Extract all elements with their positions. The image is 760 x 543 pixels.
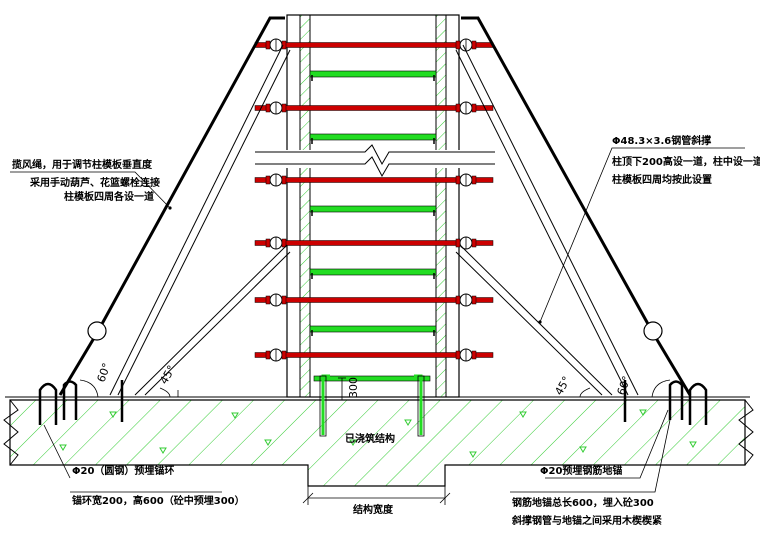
clamp-nut-2-1-1 bbox=[265, 103, 271, 113]
rung-group bbox=[309, 70, 437, 382]
steel-brace-left-inner bbox=[134, 244, 291, 396]
clamp-nut-2-1-2 bbox=[281, 103, 287, 113]
cast-structure-label: 已浇筑结构 bbox=[345, 432, 395, 445]
clamp-nut-5-1-2 bbox=[281, 295, 287, 305]
steel-brace-right-outer bbox=[455, 44, 639, 396]
clamp-nut-6-2-2 bbox=[471, 350, 477, 360]
clamp-bar-6 bbox=[254, 352, 494, 358]
steel-brace-line-2: 柱顶下200高设一道，柱中设一道 bbox=[612, 155, 760, 168]
rung-2 bbox=[309, 133, 437, 141]
clamp-nut-1-1-1 bbox=[265, 40, 271, 50]
clamp-nut-5-2-2 bbox=[471, 295, 477, 305]
angle-left-inner: 45° bbox=[157, 363, 178, 386]
anchor-ring-line-1: Φ20（圆钢）预埋锚环 bbox=[72, 464, 174, 477]
embedded-rebar-outline bbox=[319, 375, 425, 437]
ground-anchor-line-1: Φ20预埋钢筋地锚 bbox=[540, 464, 622, 477]
guy-rope-line-2: 采用手动葫芦、花篮螺栓连接 bbox=[29, 176, 160, 189]
guy-rope-right bbox=[461, 16, 692, 396]
rung-4 bbox=[309, 268, 437, 276]
clamp-nut-1-2-1 bbox=[455, 40, 461, 50]
rung-3 bbox=[309, 205, 437, 213]
ground-anchor-left bbox=[62, 380, 124, 422]
rung-1 bbox=[309, 70, 437, 78]
clamp-nut-6-1-2 bbox=[281, 350, 287, 360]
leader-lines bbox=[10, 147, 745, 493]
clamp-nut-6-1-1 bbox=[265, 350, 271, 360]
clamp-nut-4-2-2 bbox=[471, 238, 477, 248]
clamp-nut-3-1-2 bbox=[281, 175, 287, 185]
rung-base bbox=[313, 375, 431, 382]
clamp-nut-3-2-1 bbox=[455, 175, 461, 185]
ground-anchor-callout: Φ20预埋钢筋地锚 钢筋地锚总长600，埋入砼300 斜撑钢管与地锚之间采用木楔… bbox=[511, 464, 662, 527]
steel-brace-line-3: 柱模板四周均按此设置 bbox=[612, 173, 712, 186]
anchor-ring-right bbox=[688, 382, 708, 425]
steel-brace-right-inner bbox=[455, 244, 613, 396]
clamp-nut-6-2-1 bbox=[455, 350, 461, 360]
steel-brace-line-1: Φ48.3×3.6钢管斜撑 bbox=[612, 134, 711, 147]
clamp-nut-3-2-2 bbox=[471, 175, 477, 185]
ground-anchor-line-3: 斜撑钢管与地锚之间采用木楔楔紧 bbox=[511, 514, 662, 527]
clamp-nut-4-2-1 bbox=[455, 238, 461, 248]
embed-depth-label: 300 bbox=[347, 377, 360, 398]
clamp-nut-2-2-1 bbox=[455, 103, 461, 113]
angle-left-outer: 60° bbox=[95, 361, 114, 384]
anchor-ring-line-2: 锚环宽200，高600（砼中预埋300） bbox=[72, 494, 245, 507]
clamp-bar-4 bbox=[254, 240, 494, 246]
slab-break-right bbox=[738, 399, 754, 466]
angle-right-outer: 60° bbox=[615, 374, 634, 397]
angle-right-inner: 45° bbox=[552, 374, 573, 397]
guy-rope-left bbox=[58, 16, 285, 396]
column-break-line bbox=[252, 144, 496, 178]
clamp-bar-3 bbox=[254, 177, 494, 183]
steel-brace-left-outer bbox=[109, 44, 291, 396]
rung-5 bbox=[309, 325, 437, 333]
guy-rope-callout: 揽风绳，用于调节柱模板垂直度 采用手动葫芦、花篮螺栓连接 柱模板四周各设一道 bbox=[12, 158, 160, 203]
guy-rope-line-1: 揽风绳，用于调节柱模板垂直度 bbox=[12, 158, 153, 171]
clamp-group bbox=[254, 38, 494, 362]
structure-width-dimension bbox=[302, 486, 451, 505]
clamp-nut-4-1-2 bbox=[281, 238, 287, 248]
anchor-ring-left bbox=[38, 382, 58, 425]
clamp-bar-5 bbox=[254, 297, 494, 303]
ground-anchor-right bbox=[623, 380, 684, 422]
guy-rope-line-3: 柱模板四周各设一道 bbox=[64, 190, 154, 203]
ground-anchor-line-2: 钢筋地锚总长600，埋入砼300 bbox=[512, 496, 654, 509]
clamp-nut-1-1-2 bbox=[281, 40, 287, 50]
anchor-ring-callout: Φ20（圆钢）预埋锚环 锚环宽200，高600（砼中预埋300） bbox=[72, 464, 245, 507]
clamp-bar-2 bbox=[254, 105, 494, 111]
clamp-nut-5-1-1 bbox=[265, 295, 271, 305]
clamp-nut-1-2-2 bbox=[471, 40, 477, 50]
steel-brace-callout: Φ48.3×3.6钢管斜撑 柱顶下200高设一道，柱中设一道 柱模板四周均按此设… bbox=[612, 134, 760, 186]
clamp-nut-5-2-1 bbox=[455, 295, 461, 305]
clamp-nut-4-1-1 bbox=[265, 238, 271, 248]
structure-width-label: 结构宽度 bbox=[353, 503, 394, 516]
embed-depth-dimension bbox=[338, 377, 346, 401]
concrete-aggregate-marks bbox=[59, 409, 697, 458]
clamp-nut-2-2-2 bbox=[471, 103, 477, 113]
clamp-nut-3-1-1 bbox=[265, 175, 271, 185]
slab-break-left bbox=[3, 399, 19, 466]
angle-arcs bbox=[79, 379, 671, 398]
